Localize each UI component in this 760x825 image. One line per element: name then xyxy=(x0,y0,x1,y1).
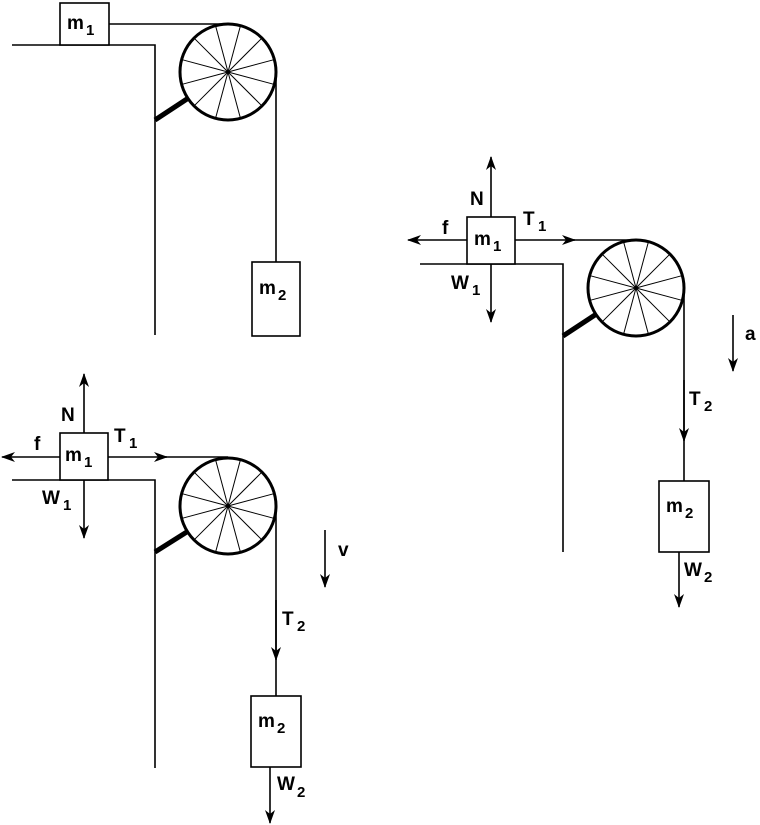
pulley-spoke xyxy=(635,287,649,334)
pulley-wheel xyxy=(178,456,278,556)
pulley-spoke xyxy=(590,287,637,301)
label-T1-T: T xyxy=(523,209,535,230)
label-m1-m: m xyxy=(65,445,82,466)
pulley-spoke xyxy=(227,71,274,85)
pulley-spoke xyxy=(194,71,229,106)
pulley-wheel xyxy=(178,22,278,122)
label-m2-sub: 2 xyxy=(277,720,285,737)
pulley-spoke xyxy=(635,275,682,289)
pulley-spoke xyxy=(215,460,229,507)
pulley-spoke xyxy=(227,460,241,507)
pulley-spoke xyxy=(215,71,229,118)
velocity-diagram: m 1 N f T 1 W 1 v T 2 m 2 W 2 xyxy=(1,373,349,824)
label-a: a xyxy=(745,324,756,345)
pulley-wheel xyxy=(586,238,686,338)
pulley-spoke xyxy=(182,59,229,73)
label-v: v xyxy=(338,540,349,561)
pulley-spoke xyxy=(182,71,229,85)
label-T2-sub: 2 xyxy=(704,398,712,415)
label-T1-sub: 1 xyxy=(538,218,546,235)
label-W1-sub: 1 xyxy=(63,497,71,514)
block-m1 xyxy=(59,2,110,46)
label-T1-T: T xyxy=(114,426,126,447)
pulley-spoke xyxy=(602,254,637,289)
pulley-spoke xyxy=(215,505,229,552)
label-f: f xyxy=(34,434,41,455)
label-W1-sub: 1 xyxy=(472,282,480,299)
block-m2 xyxy=(250,695,302,768)
block-m2 xyxy=(251,261,301,337)
acceleration-diagram: m 1 N f T 1 W 1 a T 2 m 2 W 2 xyxy=(407,156,756,608)
label-T2-sub: 2 xyxy=(297,618,305,635)
pulley-spoke xyxy=(215,26,229,73)
label-W2-sub: 2 xyxy=(704,569,712,586)
pulley-spoke xyxy=(635,254,670,289)
label-m2-sub: 2 xyxy=(278,287,286,304)
pulley-spoke xyxy=(635,242,649,289)
label-T2-T: T xyxy=(282,609,294,630)
pulley-spoke xyxy=(623,242,637,289)
pulley-spoke xyxy=(227,59,274,73)
label-T1-sub: 1 xyxy=(129,435,137,452)
pulley-spoke xyxy=(182,493,229,507)
pulley-spoke xyxy=(227,505,241,552)
label-m1-m: m xyxy=(474,229,491,250)
label-N: N xyxy=(61,405,75,426)
block-m2 xyxy=(658,480,710,553)
label-W2-sub: 2 xyxy=(297,784,305,801)
pulley-spoke xyxy=(227,505,262,540)
label-m2-m: m xyxy=(666,496,683,517)
label-m2-sub: 2 xyxy=(685,505,693,522)
pulley-spoke xyxy=(182,505,229,519)
label-W1-W: W xyxy=(451,273,469,294)
pulley-spoke xyxy=(227,493,274,507)
label-m1-sub: 1 xyxy=(86,22,94,39)
pulley-spoke xyxy=(635,287,670,322)
pulley-spoke xyxy=(227,505,274,519)
label-W2-W: W xyxy=(684,560,702,581)
label-m1-m: m xyxy=(67,13,84,34)
label-W2-W: W xyxy=(277,774,295,795)
pulley-spoke xyxy=(194,472,229,507)
pulley-spoke xyxy=(227,472,262,507)
label-T2-T: T xyxy=(689,389,701,410)
pulley-spoke xyxy=(635,287,682,301)
pulley-spoke xyxy=(227,71,262,106)
pulley-spoke xyxy=(227,26,241,73)
pulley-spoke xyxy=(623,287,637,334)
label-W1-W: W xyxy=(42,488,60,509)
pulley-spoke xyxy=(227,71,241,118)
pulley-spoke xyxy=(227,38,262,73)
label-m1-sub: 1 xyxy=(84,454,92,471)
label-m1-sub: 1 xyxy=(493,238,501,255)
label-m2-m: m xyxy=(259,278,276,299)
label-m2-m: m xyxy=(258,711,275,732)
pulley-spoke xyxy=(590,275,637,289)
pulley-spoke xyxy=(194,505,229,540)
table-surface xyxy=(12,44,156,335)
setup-diagram: m 1 m 2 xyxy=(12,2,301,337)
pulley-spoke xyxy=(602,287,637,322)
label-f: f xyxy=(442,218,449,239)
label-N: N xyxy=(470,189,484,210)
pulley-spoke xyxy=(194,38,229,73)
